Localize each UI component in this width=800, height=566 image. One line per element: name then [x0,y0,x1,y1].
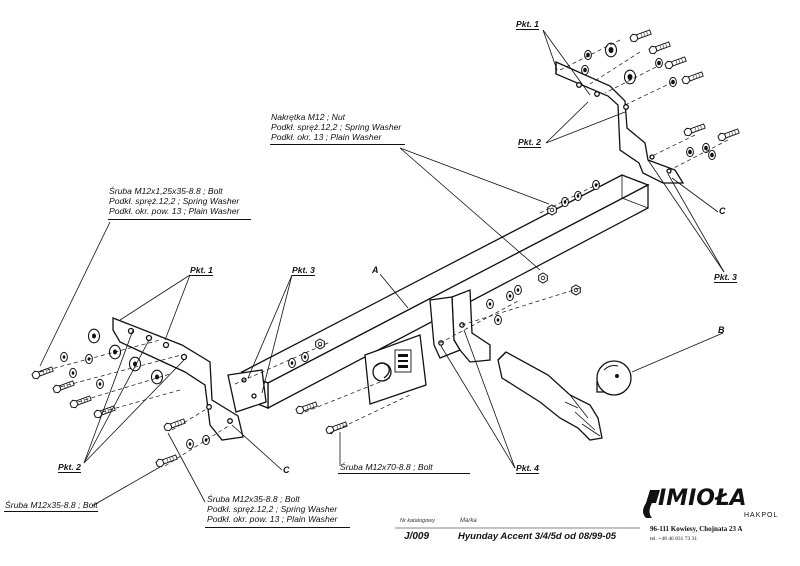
underline [270,144,405,145]
callout-line: Śruba M12x35-8.8 ; Bolt [207,494,300,504]
callout-line: Śruba M12x1,25x35-8.8 ; Bolt [109,186,223,196]
pkt3-left-label: Pkt. 3 [292,265,315,276]
callout-bolt-group-top: Śruba M12x1,25x35-8.8 ; Bolt Podkł. sprę… [109,186,239,216]
brand-label: Marka [460,518,477,524]
callout-line: Podkł. spręż.12,2 ; Spring Washer [271,122,402,132]
callout-line: Podkł. okr. 13 ; Plain Washer [271,132,382,142]
company-logo-sub: HAKPOL [744,512,779,519]
callout-bolt-left: Śruba M12x35-8.8 ; Bolt [5,500,98,510]
company-logo-name: IMIOŁA [658,486,747,511]
vehicle-model: Hyunday Accent 3/4/5d od 08/99-05 [458,531,617,542]
callout-bolt-center: Śruba M12x70-8.8 ; Bolt [340,462,433,472]
pkt1-top-label: Pkt. 1 [516,19,539,30]
company-address: 96-111 Kowiesy, Chojnata 23 A [650,525,743,533]
leader-lines [39,29,725,507]
callout-line: Podkł. spręż.12,2 ; Spring Washer [207,504,338,514]
pkt2-left-label: Pkt. 2 [58,462,81,473]
callout-line: Podkł. okr. pow. 13 ; Plain Washer [207,514,338,524]
callout-nut-group: Nakrętka M12 ; Nut Podkł. spręż.12,2 ; S… [271,112,401,142]
callout-line: Nakrętka M12 ; Nut [271,112,346,122]
part-letter-c-right: C [719,206,726,216]
right-bracket [555,60,685,184]
left-end-plate [227,369,267,413]
underline [205,527,350,528]
part-letter-c-left: C [283,465,290,475]
underline [338,473,470,474]
pkt4-label: Pkt. 4 [516,463,539,474]
part-letter-b: B [718,325,725,335]
ball-hitch [497,351,632,441]
assembly-axes [39,39,729,467]
part-number: J/009 [404,531,430,542]
left-bracket [112,317,244,441]
catalog-number-label: Nr katalogowy [400,518,435,524]
imiola-logo-mark [643,490,660,518]
pkt3-right-label: Pkt. 3 [714,272,737,283]
callout-line: Podkł. okr. pow. 13 ; Plain Washer [109,206,240,216]
crossbar-beam [240,174,650,410]
pkt1-left-label: Pkt. 1 [190,265,213,276]
pkt2-top-label: Pkt. 2 [518,137,541,148]
company-phone: tel. +48 46 831 73 31 [650,536,698,542]
callout-line: Podkł. spręż.12,2 ; Spring Washer [109,196,240,206]
underline [108,219,251,220]
callout-bolt-group-bottom: Śruba M12x35-8.8 ; Bolt Podkł. spręż.12,… [207,494,337,524]
part-letter-a: A [372,265,379,275]
underline [4,511,98,512]
